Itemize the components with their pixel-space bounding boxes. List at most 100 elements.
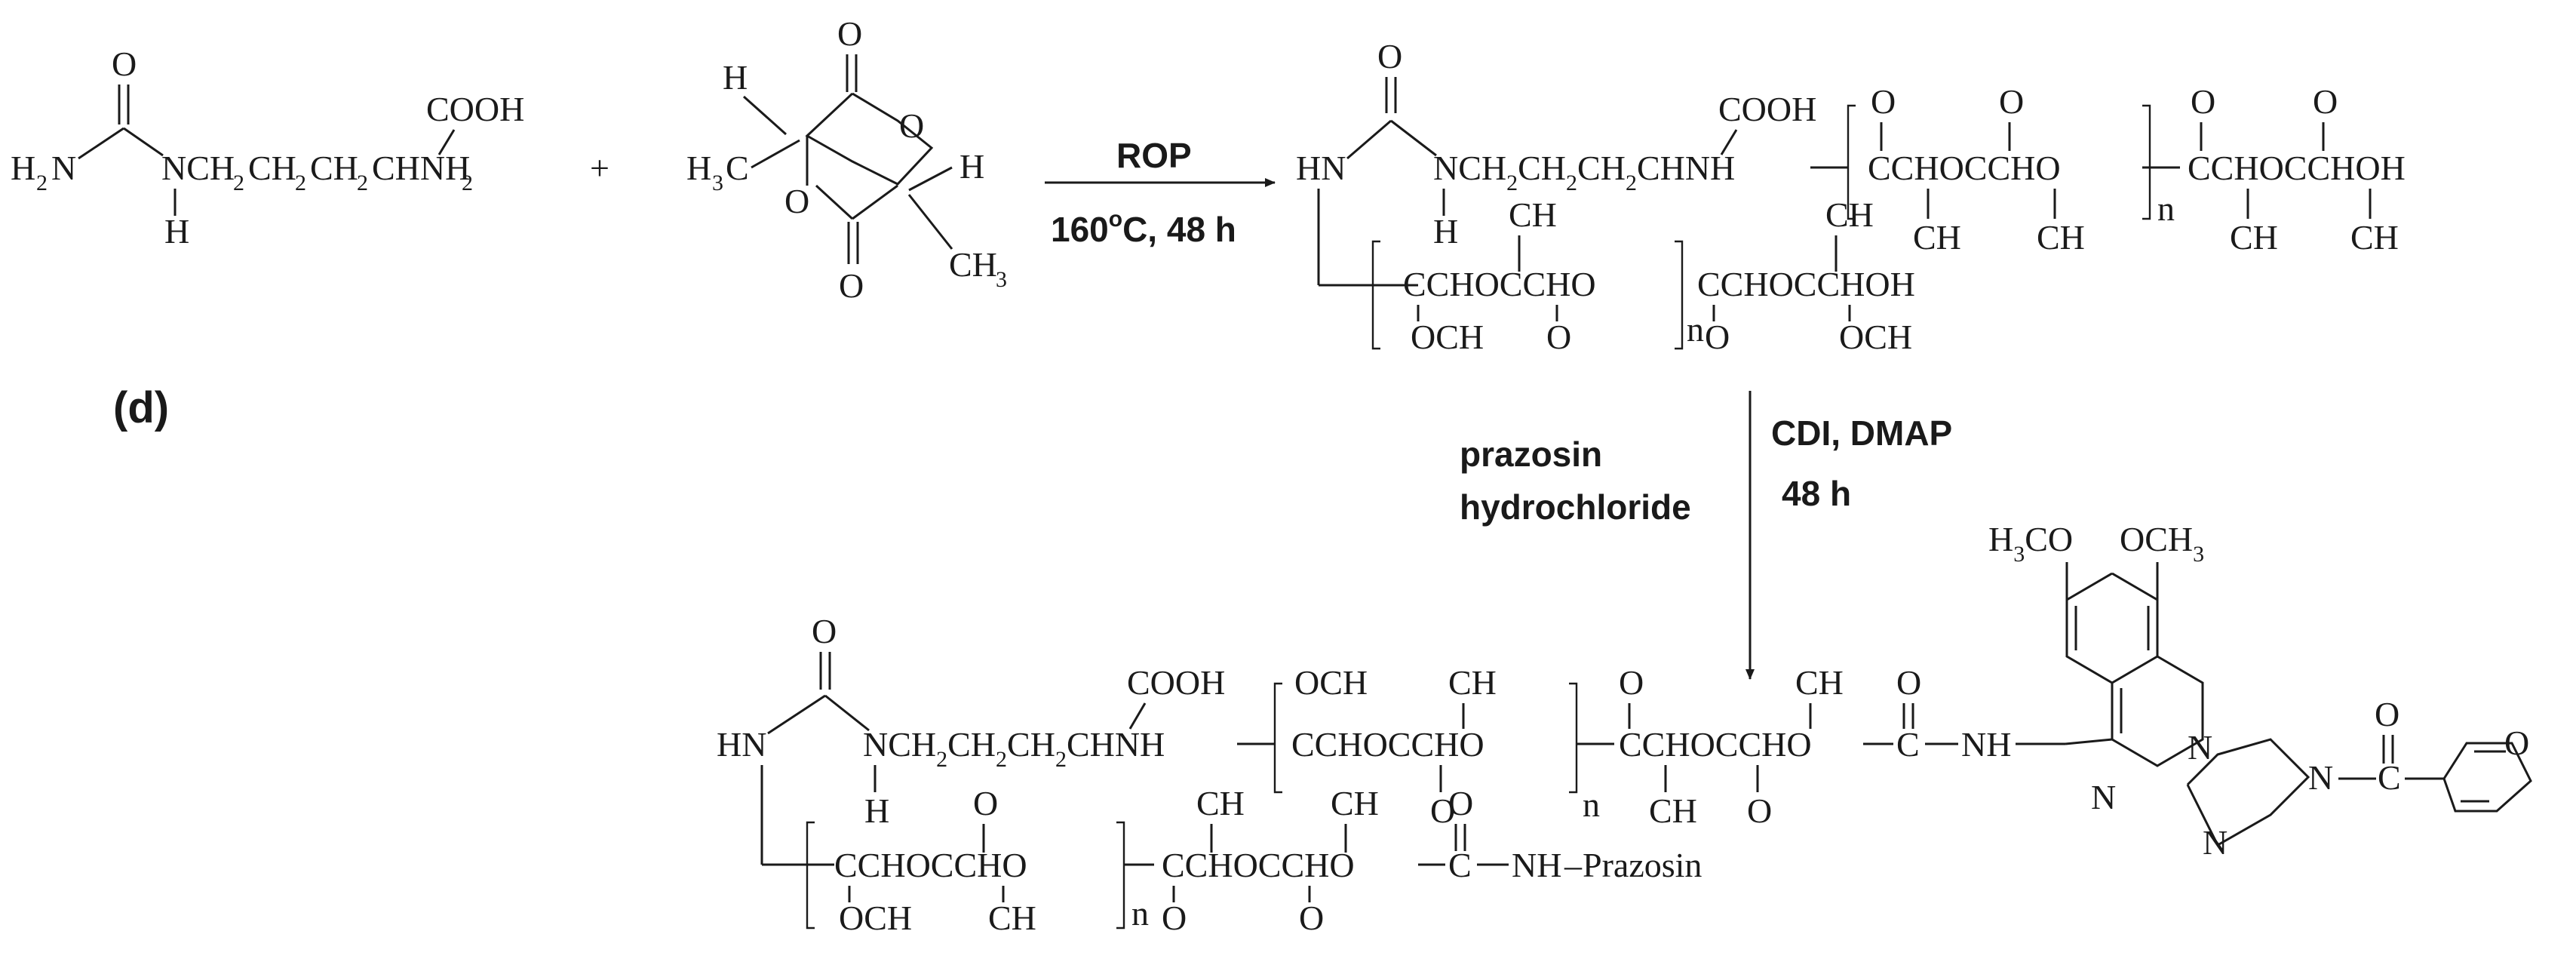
svg-text:OCH: OCH (839, 899, 912, 937)
p2-repeat-bottom: CCHOCCHO (834, 846, 1027, 884)
svg-text:O: O (1747, 791, 1772, 830)
p1-end-top: CCHOCCHOH (2188, 149, 2406, 187)
svg-text:CH: CH (2230, 218, 2278, 257)
arrow-label-reagents: CDI, DMAP (1771, 413, 1952, 453)
lactide-o-bottom: O (839, 266, 864, 305)
svg-text:N: N (2091, 778, 2116, 816)
final-conjugate: O HN NCH2CH2CH2CHNH COOH H CCHOCCHO OCH … (717, 612, 2065, 937)
chain-nch: NCH (161, 149, 235, 187)
lactide-ring-oxygen-left: O (784, 182, 809, 220)
p1-repeat-top: CCHOCCHO (1868, 149, 2061, 187)
svg-text:n: n (1583, 785, 1600, 824)
lactide-ring-oxygen-right: O (899, 106, 924, 145)
p2-repeat-top: CCHOCCHO (1291, 725, 1485, 764)
intermediate-polymer: O HN NCH2CH2CH2CHNH COOH H CCHOCCHO O O … (1296, 37, 2406, 356)
svg-text:O: O (1619, 663, 1644, 702)
svg-text:O: O (812, 612, 837, 650)
svg-text:CH: CH (1913, 218, 1961, 257)
lactide-h-left: H (723, 58, 748, 97)
svg-text:O: O (1546, 318, 1571, 356)
svg-text:N: N (2308, 758, 2333, 797)
reaction-arrow-conjugation: prazosin hydrochloride CDI, DMAP 48 h (1460, 391, 1952, 680)
arrow-label-rop: ROP (1116, 136, 1192, 175)
prazosin-och3: OCH3 (2120, 520, 2204, 567)
carboxyl-group: COOH (426, 90, 524, 128)
arrow-label-prazosin: prazosin (1460, 435, 1602, 474)
arrow-label-temp: 160oC, 48 h (1051, 207, 1236, 249)
amine-sub: 2 (36, 171, 48, 195)
svg-text:CH: CH (1649, 791, 1697, 830)
svg-text:O: O (1896, 663, 1921, 702)
svg-text:C: C (1448, 846, 1472, 884)
svg-text:O: O (2313, 82, 2338, 121)
svg-text:O: O (2191, 82, 2215, 121)
amine-n: N (51, 149, 76, 187)
svg-text:n: n (1687, 310, 1704, 349)
p2-prazosin-label: Prazosin (1583, 846, 1702, 884)
svg-text:CH: CH (1825, 195, 1874, 234)
svg-text:3: 3 (712, 171, 723, 195)
svg-text:CH: CH (1795, 663, 1844, 702)
svg-text:O: O (1430, 791, 1455, 830)
amide-h: H (164, 212, 189, 250)
p2-carbamate-c: C (1896, 725, 1920, 764)
svg-text:2: 2 (357, 171, 368, 195)
p1-chain: NCH2CH2CH2CHNH (1433, 149, 1735, 195)
svg-text:CH: CH (248, 149, 296, 187)
prazosin-structure: H3CO OCH3 N N N N C O O (1988, 520, 2532, 862)
svg-text:–: – (1564, 846, 1583, 884)
svg-text:CH: CH (1448, 663, 1497, 702)
p2-end-top: CCHOCCHO (1619, 725, 1812, 764)
p1-hn: HN (1296, 149, 1346, 187)
svg-text:O: O (1999, 82, 2024, 121)
p2-hn: HN (717, 725, 766, 764)
svg-text:n: n (1131, 894, 1149, 933)
svg-text:OCH: OCH (1294, 663, 1368, 702)
p2-end-bottom: CCHOCCHO (1162, 846, 1355, 884)
lactide-ch3: CH (949, 245, 997, 284)
reactant-lactide: O O O O H H 3 C H CH 3 (686, 14, 1007, 305)
svg-text:O: O (2375, 695, 2399, 733)
svg-text:O: O (1705, 318, 1730, 356)
svg-text:CH: CH (2350, 218, 2399, 257)
svg-text:CH: CH (1509, 195, 1557, 234)
svg-text:2: 2 (462, 171, 473, 195)
p1-repeat-bottom: CCHOCCHO (1403, 265, 1596, 303)
amine-h: H (11, 149, 35, 187)
reaction-arrow-rop: ROP 160oC, 48 h (1045, 136, 1276, 249)
svg-text:O: O (1448, 784, 1473, 822)
carbonyl-oxygen: O (112, 45, 137, 83)
lactide-h3c: H (686, 149, 711, 187)
svg-text:H: H (864, 791, 889, 830)
svg-text:CH: CH (1331, 784, 1379, 822)
prazosin-h3co: H3CO (1988, 520, 2073, 567)
svg-text:CH: CH (2037, 218, 2085, 257)
svg-text:N: N (2188, 728, 2212, 767)
arrow-label-time: 48 h (1782, 474, 1851, 513)
svg-text:OCH: OCH (1839, 318, 1912, 356)
svg-text:CH: CH (988, 899, 1036, 937)
svg-text:O: O (2504, 724, 2529, 762)
svg-text:2: 2 (295, 171, 306, 195)
reactant-citrulline: O H 2 N NCH 2 CH 2 CH 2 CHNH 2 COOH H (11, 45, 524, 250)
p1-end-bottom: CCHOCCHOH (1697, 265, 1915, 303)
panel-label: (d) (113, 383, 169, 432)
svg-text:O: O (1871, 82, 1896, 121)
svg-text:2: 2 (233, 171, 244, 195)
arrow-label-hydrochloride: hydrochloride (1460, 487, 1691, 527)
svg-text:n: n (2157, 189, 2175, 228)
svg-text:O: O (1299, 899, 1324, 937)
p1-cooh: COOH (1718, 90, 1816, 128)
svg-text:3: 3 (996, 267, 1007, 292)
lactide-o-top: O (837, 14, 862, 53)
p2-chain: NCH2CH2CH2CHNH (863, 725, 1165, 772)
svg-text:C: C (2378, 758, 2401, 797)
svg-text:O: O (1162, 899, 1187, 937)
svg-text:O: O (973, 784, 998, 822)
svg-text:CH: CH (310, 149, 358, 187)
p2-nh: NH (1961, 725, 2011, 764)
svg-text:NH: NH (1512, 846, 1561, 884)
p2-cooh: COOH (1127, 663, 1225, 702)
svg-text:OCH: OCH (1411, 318, 1484, 356)
